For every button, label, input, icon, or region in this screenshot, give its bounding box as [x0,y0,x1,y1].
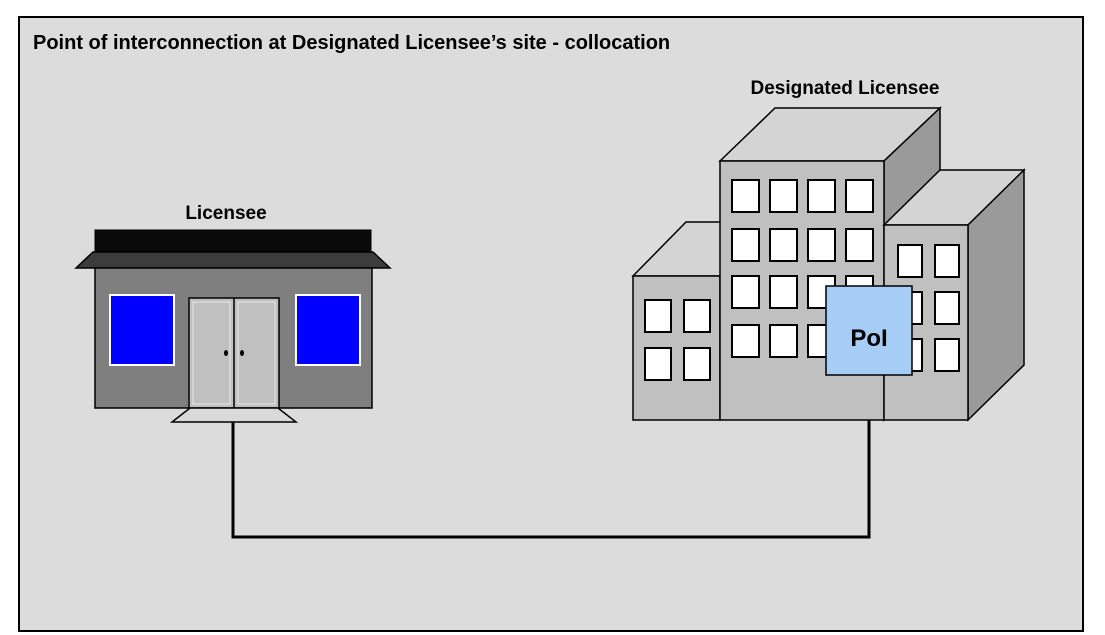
door-panel-right [237,301,276,405]
poi-label: PoI [850,325,887,352]
door-knob-left [224,350,228,356]
window [683,299,711,333]
licensee-doorstep [169,407,299,423]
door-panel-left [192,301,231,405]
window [934,338,960,372]
window [769,228,798,262]
licensee-building [74,229,392,423]
licensee-window-right [295,294,361,366]
licensee-label: Licensee [185,203,266,224]
diagram-title: Point of interconnection at Designated L… [33,32,671,54]
window [769,324,798,358]
designated-licensee-building [631,106,1026,422]
window [769,275,798,309]
connection-line [231,375,871,539]
window [934,244,960,278]
licensee-roof-eave [74,251,392,269]
window [807,179,836,213]
window [731,179,760,213]
door-knob-right [240,350,244,356]
window [897,244,923,278]
window [769,179,798,213]
window [644,347,672,381]
window [807,228,836,262]
window [731,228,760,262]
window [644,299,672,333]
licensee-roof-top [94,229,372,253]
licensee-window-left [109,294,175,366]
window [845,179,874,213]
designated-licensee-label: Designated Licensee [750,78,939,99]
window [845,228,874,262]
window [934,291,960,325]
window [731,324,760,358]
window [683,347,711,381]
window [731,275,760,309]
poi-box [825,285,913,376]
